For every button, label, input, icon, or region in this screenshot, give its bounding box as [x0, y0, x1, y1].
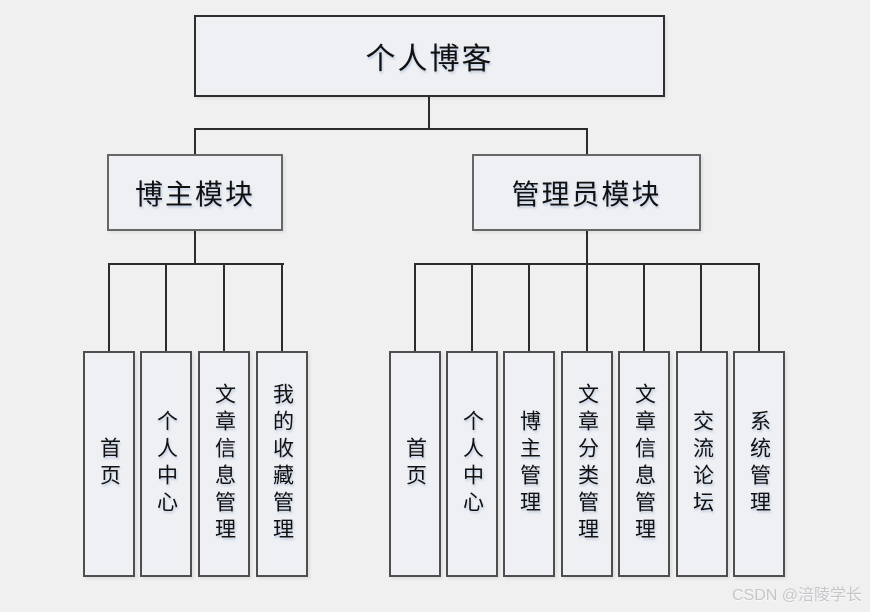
- connector-blogger-drop-3: [223, 263, 225, 351]
- node-communication-forum-label: 交流论坛: [690, 410, 714, 518]
- node-article-category-management-label: 文章分类管理: [575, 383, 599, 545]
- node-root-label: 个人博客: [365, 43, 494, 76]
- node-root: 个人博客: [194, 15, 665, 97]
- node-blogger-module: 博主模块: [107, 154, 283, 231]
- connector-admin-drop-3: [528, 263, 530, 351]
- connector-admin-drop-2: [471, 263, 473, 351]
- node-article-info-management-label: 文章信息管理: [212, 383, 236, 545]
- node-personal-center: 个人中心: [140, 351, 192, 577]
- node-blogger-management: 博主管理: [503, 351, 555, 577]
- connector-root-stem: [428, 97, 430, 129]
- node-home: 首页: [83, 351, 135, 577]
- connector-admin-drop-7: [758, 263, 760, 351]
- connector-admin-drop-6: [700, 263, 702, 351]
- node-home-admin: 首页: [389, 351, 441, 577]
- connector-root-bar: [194, 128, 588, 130]
- node-article-info-management: 文章信息管理: [198, 351, 250, 577]
- node-admin-module-label: 管理员模块: [511, 178, 662, 210]
- node-blogger-module-label: 博主模块: [134, 178, 255, 210]
- connector-admin-drop-1: [414, 263, 416, 351]
- connector-root-drop-right: [586, 128, 588, 154]
- node-home-admin-label: 首页: [403, 437, 427, 491]
- node-article-category-management: 文章分类管理: [561, 351, 613, 577]
- connector-admin-drop-5: [643, 263, 645, 351]
- node-my-favorites-management: 我的收藏管理: [256, 351, 308, 577]
- connector-blogger-drop-1: [108, 263, 110, 351]
- node-personal-center-admin-label: 个人中心: [460, 410, 484, 518]
- node-admin-module: 管理员模块: [472, 154, 701, 231]
- node-my-favorites-management-label: 我的收藏管理: [270, 383, 294, 545]
- node-article-info-management-admin-label: 文章信息管理: [632, 383, 656, 545]
- connector-blogger-drop-4: [281, 263, 283, 351]
- connector-blogger-stem: [194, 231, 196, 265]
- connector-root-drop-left: [194, 128, 196, 154]
- node-system-management: 系统管理: [733, 351, 785, 577]
- node-personal-center-admin: 个人中心: [446, 351, 498, 577]
- node-home-label: 首页: [97, 437, 121, 491]
- connector-blogger-bar: [108, 263, 284, 265]
- connector-blogger-drop-2: [165, 263, 167, 351]
- connector-admin-drop-4: [586, 263, 588, 351]
- node-article-info-management-admin: 文章信息管理: [618, 351, 670, 577]
- watermark: CSDN @涪陵学长: [731, 587, 862, 604]
- node-communication-forum: 交流论坛: [676, 351, 728, 577]
- node-system-management-label: 系统管理: [747, 410, 771, 518]
- node-personal-center-label: 个人中心: [154, 410, 178, 518]
- connector-admin-stem: [586, 231, 588, 265]
- node-blogger-management-label: 博主管理: [517, 410, 541, 518]
